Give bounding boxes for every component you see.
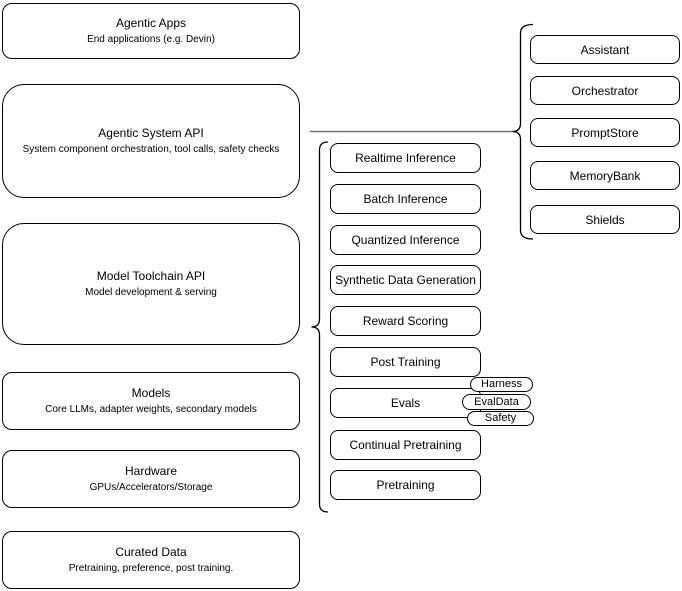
node-subtitle: End applications (e.g. Devin)	[87, 34, 215, 45]
tag-safety: Safety	[467, 411, 534, 426]
node-title: Curated Data	[115, 545, 187, 559]
node-orchestrator: Orchestrator	[530, 76, 680, 105]
node-continual-pretraining: Continual Pretraining	[330, 430, 481, 460]
node-title: Models	[131, 386, 171, 400]
node-title: Agentic Apps	[115, 16, 187, 30]
node-agentic-system-api: Agentic System API System component orch…	[2, 84, 300, 198]
toolchain-brace	[311, 141, 329, 513]
node-subtitle: GPUs/Accelerators/Storage	[89, 482, 213, 493]
node-model-toolchain-api: Model Toolchain API Model development & …	[2, 223, 300, 345]
node-subtitle: Model development & serving	[85, 287, 217, 298]
node-quantized-inference: Quantized Inference	[330, 225, 481, 255]
node-hardware: Hardware GPUs/Accelerators/Storage	[2, 450, 300, 508]
node-models: Models Core LLMs, adapter weights, secon…	[2, 372, 300, 430]
node-curated-data: Curated Data Pretraining, preference, po…	[2, 531, 300, 589]
node-agentic-apps: Agentic Apps End applications (e.g. Devi…	[2, 3, 300, 59]
node-title: Agentic System API	[98, 126, 204, 140]
node-pretraining: Pretraining	[330, 470, 481, 500]
node-subtitle: System component orchestration, tool cal…	[22, 144, 280, 155]
node-realtime-inference: Realtime Inference	[330, 143, 481, 173]
tag-evaldata: EvalData	[462, 394, 531, 410]
node-synthetic-data-generation: Synthetic Data Generation	[330, 265, 481, 295]
node-batch-inference: Batch Inference	[330, 184, 481, 214]
node-post-training: Post Training	[330, 347, 481, 377]
node-memorybank: MemoryBank	[530, 161, 680, 190]
node-reward-scoring: Reward Scoring	[330, 306, 481, 336]
components-brace	[512, 23, 534, 240]
node-title: Hardware	[124, 464, 178, 478]
node-evals: Evals	[330, 388, 481, 418]
node-assistant: Assistant	[530, 35, 680, 64]
node-shields: Shields	[530, 205, 680, 234]
node-promptstore: PromptStore	[530, 118, 680, 147]
node-title: Model Toolchain API	[96, 269, 206, 283]
node-subtitle: Core LLMs, adapter weights, secondary mo…	[45, 404, 257, 415]
node-subtitle: Pretraining, preference, post training.	[68, 563, 234, 574]
tag-harness: Harness	[470, 377, 533, 392]
